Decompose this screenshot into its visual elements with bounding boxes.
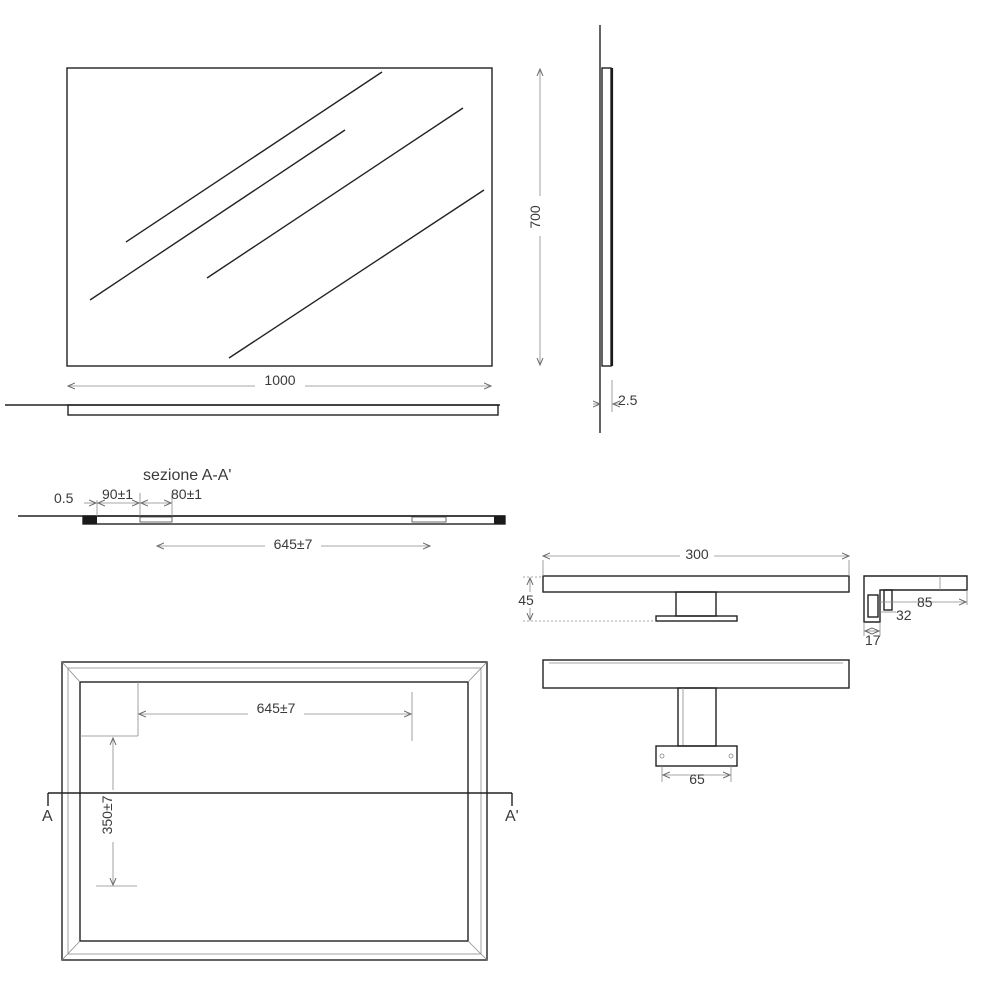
- lamp-front-view: 300 45: [515, 544, 850, 622]
- mirror-outline: [66, 67, 493, 367]
- side-profile: [601, 67, 612, 367]
- section-dimensions: 0.5 90±1 80±1 645±7: [54, 486, 430, 552]
- reflection-lines: [89, 71, 485, 359]
- screw-hole-right: [728, 753, 734, 759]
- lamp-depth-label: 85: [917, 594, 933, 610]
- plate-label: 65: [689, 771, 705, 787]
- lamp-profile-height-label: 32: [896, 607, 912, 623]
- lamp-stem: [675, 591, 717, 617]
- lamp-dimensions: 300 45: [515, 544, 849, 622]
- section-end-right: [494, 516, 505, 524]
- lamp-base-label: 17: [865, 632, 881, 648]
- section-line: A A': [42, 792, 519, 825]
- lamp-profile: [863, 575, 968, 623]
- bracket-right: [411, 516, 447, 523]
- bracket-b-label: 80±1: [171, 486, 202, 502]
- offset-label: 0.5: [54, 490, 74, 506]
- lamp-side-dimensions: 85 32 17: [863, 590, 968, 648]
- frame-bevel: [61, 661, 488, 961]
- section-marker-right: A': [505, 808, 519, 825]
- thickness-label: 2.5: [618, 392, 638, 408]
- back-span-label: 645±7: [257, 700, 296, 716]
- front-view: 1000 700: [5, 67, 543, 416]
- back-vertical-label: 350±7: [99, 795, 115, 834]
- section-end-left: [83, 516, 97, 524]
- bracket-left: [139, 516, 173, 523]
- height-dimension: 700: [526, 69, 543, 365]
- lamp-rear-bar: [542, 659, 850, 689]
- width-dimension: 1000: [68, 372, 491, 388]
- screw-hole-left: [659, 753, 665, 759]
- plate-dimension: 65: [661, 766, 732, 787]
- back-dimensions: 645±7 350±7: [80, 682, 413, 887]
- width-label: 1000: [264, 372, 295, 388]
- back-frame-inner: [79, 681, 469, 942]
- bracket-a-label: 90±1: [102, 486, 133, 502]
- lamp-rear-view: 65: [542, 659, 850, 787]
- section-view: sezione A-A' 0.5 90±1 80±1 645±7: [18, 467, 506, 552]
- back-frame-outer: [61, 661, 488, 961]
- section-span-label: 645±7: [274, 536, 313, 552]
- back-view: 645±7 350±7 A A': [42, 661, 519, 961]
- section-marker-left: A: [42, 808, 53, 825]
- section-title: sezione A-A': [143, 467, 231, 484]
- thickness-dimension: 2.5: [593, 380, 638, 412]
- lamp-rear-stem: [677, 687, 717, 747]
- top-view-strip: [5, 404, 500, 416]
- lamp-length-label: 300: [685, 546, 709, 562]
- lamp-side-view: 85 32 17: [863, 575, 968, 648]
- side-view: 2.5: [593, 25, 638, 433]
- lamp-bar: [542, 575, 850, 593]
- height-label: 700: [527, 205, 543, 229]
- lamp-plate: [655, 615, 738, 622]
- lamp-height-label: 45: [518, 592, 534, 608]
- lamp-rear-plate: [655, 745, 738, 767]
